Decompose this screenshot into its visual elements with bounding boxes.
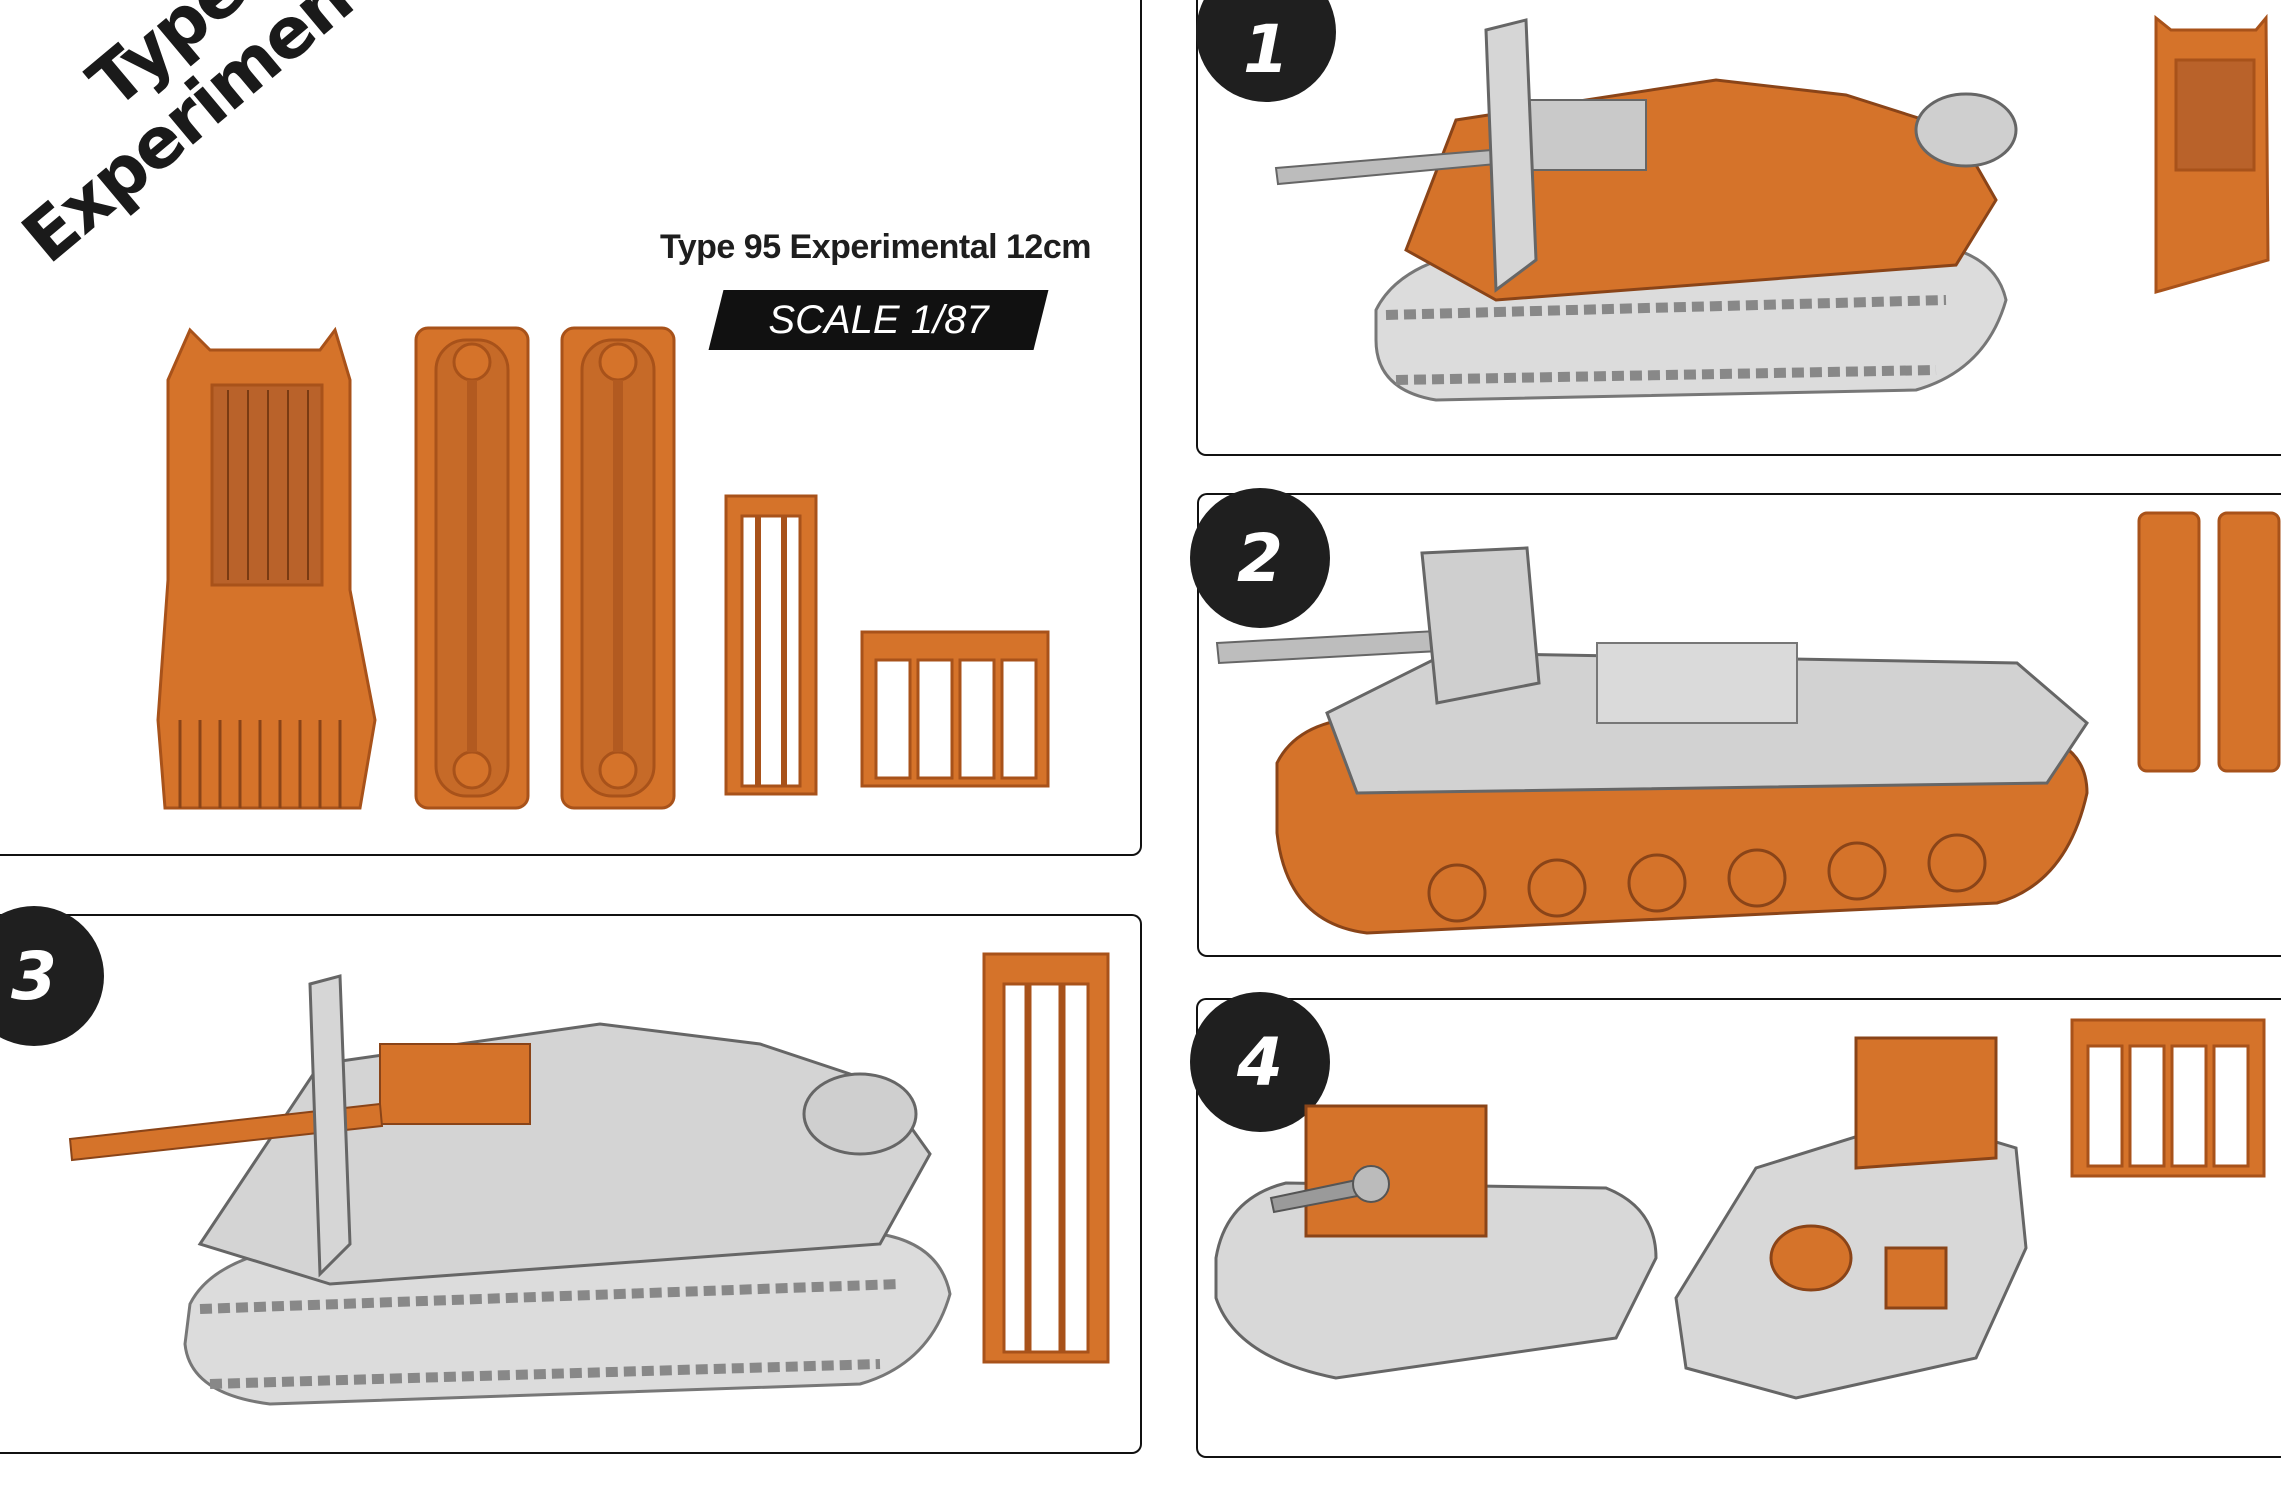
step-3-gun-sprue bbox=[982, 952, 1110, 1364]
step-2-illustration bbox=[1215, 511, 2281, 935]
step-1-tank bbox=[1274, 18, 2018, 402]
step-2-tank bbox=[1215, 546, 2089, 935]
intro-sprue-illustrations bbox=[156, 326, 1050, 810]
step-4-small-parts-sprue bbox=[2070, 1018, 2266, 1178]
track-sprue-left bbox=[414, 326, 530, 810]
step-2-badge: 2 bbox=[1190, 488, 1330, 628]
small-parts-sprue bbox=[860, 630, 1050, 788]
step-4-tank-rear bbox=[1674, 1036, 2028, 1400]
step-1-illustration bbox=[1274, 13, 2270, 402]
step-2-track-sprues bbox=[2137, 511, 2281, 773]
hull-sprue bbox=[156, 326, 377, 810]
scale-label: SCALE 1/87 bbox=[768, 297, 989, 342]
step-4-tank-front bbox=[1214, 1104, 1658, 1380]
step-3-tank bbox=[68, 974, 952, 1406]
step-1-hull-sprue bbox=[2154, 13, 2270, 294]
gun-sprue bbox=[724, 494, 818, 796]
step-4-illustration bbox=[1214, 1018, 2266, 1400]
track-sprue-right bbox=[560, 326, 676, 810]
step-3-illustration bbox=[68, 952, 1110, 1406]
product-title: Type 95 Experimental 12cm bbox=[660, 228, 1091, 266]
